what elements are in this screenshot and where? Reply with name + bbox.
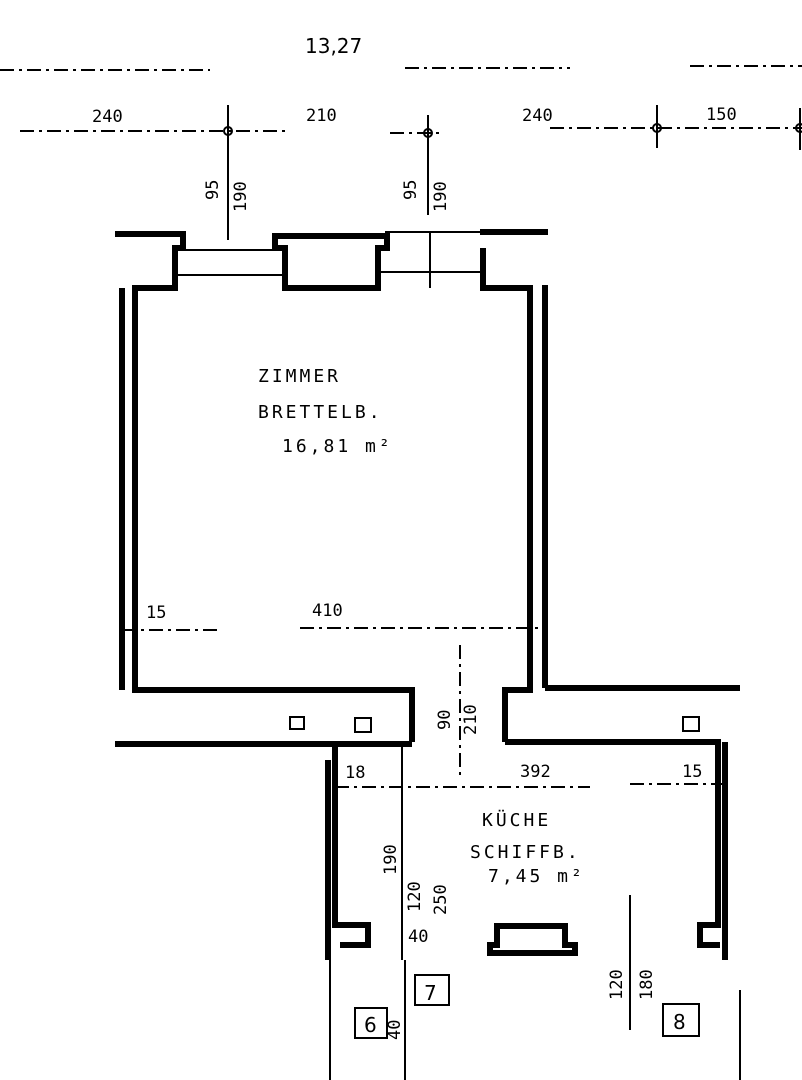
zimmer-dim-line — [122, 627, 540, 631]
overall-dimension: 13,27 — [305, 34, 362, 58]
kitchen-window-b: 250 — [431, 884, 451, 915]
marker-7: 7 — [424, 981, 437, 1005]
kitchen-dim-line — [335, 783, 725, 788]
dim-240-b: 240 — [522, 106, 553, 126]
kitchen-floor: SCHIFFB. — [470, 842, 581, 863]
door-width: 90 — [435, 710, 455, 730]
marker-8: 8 — [673, 1010, 686, 1034]
overall-dimension-line — [0, 65, 802, 71]
lower-dim-a: 120 — [607, 969, 627, 1000]
kitchen-wall-right: 15 — [682, 762, 702, 782]
dim-150: 150 — [706, 105, 737, 125]
zimmer-wall-dim: 15 — [146, 603, 166, 623]
vent-icon — [682, 716, 700, 732]
lower-dim-b: 180 — [637, 969, 657, 1000]
kitchen-small-dim: 40 — [408, 927, 428, 947]
kitchen-name: KÜCHE — [482, 809, 551, 831]
dim-210: 210 — [306, 106, 337, 126]
door-height: 210 — [461, 704, 481, 735]
marker-box-8 — [662, 1003, 700, 1037]
window2-sill: 95 — [401, 180, 421, 200]
lower-dim-c: 40 — [385, 1020, 405, 1040]
kitchen-sill: 190 — [381, 844, 401, 875]
zimmer-walls — [115, 229, 740, 742]
kitchen-walls — [115, 739, 741, 1080]
window1-sill: 95 — [203, 180, 223, 200]
zimmer-name: ZIMMER — [258, 366, 341, 387]
window1-height: 190 — [231, 181, 251, 212]
dimension-ticks — [223, 105, 802, 240]
vent-icon — [354, 717, 372, 733]
dim-240-a: 240 — [92, 107, 123, 127]
marker-box-6 — [354, 1007, 388, 1039]
window2-height: 190 — [431, 181, 451, 212]
kitchen-area: 7,45 m² — [488, 866, 585, 887]
zimmer-floor: BRETTELB. — [258, 402, 383, 423]
marker-box-7 — [414, 974, 450, 1006]
kitchen-wall-left: 18 — [345, 763, 365, 783]
kitchen-window-a: 120 — [405, 881, 425, 912]
kitchen-width: 392 — [520, 762, 551, 782]
marker-6: 6 — [364, 1013, 377, 1037]
zimmer-area: 16,81 m² — [282, 436, 393, 457]
vent-icon — [289, 716, 305, 730]
dimension-chain-line — [20, 127, 802, 134]
zimmer-width-dim: 410 — [312, 601, 343, 621]
